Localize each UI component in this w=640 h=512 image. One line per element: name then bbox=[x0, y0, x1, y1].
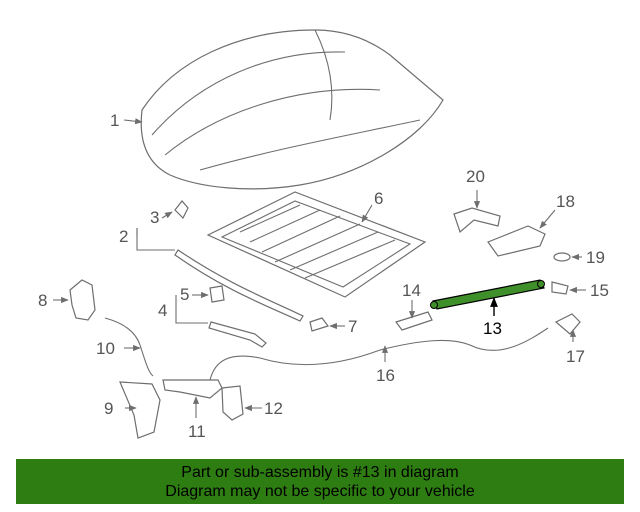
callout-19: 19 bbox=[586, 248, 605, 267]
callout-14: 14 bbox=[402, 281, 421, 300]
cushion-clip bbox=[309, 317, 329, 332]
callout-6: 6 bbox=[374, 189, 383, 208]
callout-12: 12 bbox=[264, 399, 283, 418]
hood-support-rod bbox=[208, 321, 267, 348]
hood-bumper-clip bbox=[209, 285, 225, 303]
hood-insulator-panel bbox=[206, 191, 427, 298]
hinge-upper bbox=[453, 207, 501, 234]
caption-line-1: Part or sub-assembly is #13 in diagram bbox=[181, 464, 459, 481]
callout-4: 4 bbox=[158, 301, 167, 320]
hood-latch bbox=[69, 279, 96, 321]
callout-13: 13 bbox=[483, 319, 502, 338]
callout-labels: 1 2 3 4 5 6 7 8 9 10 11 12 13 14 15 16 1… bbox=[38, 111, 609, 441]
latch-bracket bbox=[119, 381, 161, 439]
callout-17: 17 bbox=[566, 347, 585, 366]
callout-8: 8 bbox=[38, 291, 47, 310]
callout-10: 10 bbox=[96, 339, 115, 358]
callout-18: 18 bbox=[556, 192, 575, 211]
caption-line-2: Diagram may not be specific to your vehi… bbox=[165, 483, 475, 500]
callout-16: 16 bbox=[376, 366, 395, 385]
bolt bbox=[551, 281, 569, 295]
callout-9: 9 bbox=[104, 399, 113, 418]
leader-lines bbox=[53, 118, 586, 418]
hood-hinge bbox=[487, 225, 546, 257]
part-caption-banner: Part or sub-assembly is #13 in diagram D… bbox=[16, 459, 624, 504]
callout-11: 11 bbox=[188, 422, 206, 441]
callout-7: 7 bbox=[348, 317, 357, 336]
callout-20: 20 bbox=[466, 167, 485, 186]
callout-3: 3 bbox=[150, 208, 159, 227]
callout-5: 5 bbox=[180, 285, 189, 304]
cable-end-fitting bbox=[554, 313, 581, 335]
parts-diagram: 1 2 3 4 5 6 7 8 9 10 11 12 13 14 15 16 1… bbox=[38, 29, 609, 441]
release-handle bbox=[221, 385, 244, 421]
hood-release-cable bbox=[209, 327, 549, 381]
hood-panel bbox=[140, 29, 444, 190]
release-lever bbox=[162, 379, 223, 399]
hood-seal-strip bbox=[174, 200, 304, 322]
callout-2: 2 bbox=[119, 227, 128, 246]
washer bbox=[553, 252, 571, 262]
callout-1: 1 bbox=[110, 111, 119, 130]
hood-lift-support bbox=[430, 279, 545, 310]
callout-15: 15 bbox=[590, 281, 609, 300]
support-bracket bbox=[395, 311, 433, 331]
